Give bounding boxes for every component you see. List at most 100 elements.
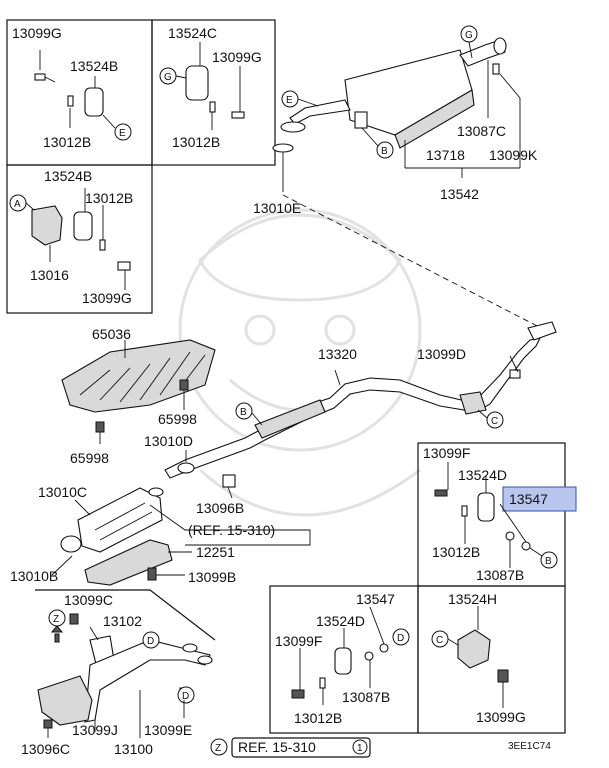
label-ref-15-310: (REF. 15-310): [188, 522, 275, 538]
label-65998-a: 65998: [158, 411, 197, 427]
label-13096b: 13096B: [196, 500, 244, 516]
label-13099c: 13099C: [64, 592, 113, 608]
hanger-13524c: [185, 65, 209, 101]
hanger-13096b: [222, 474, 236, 488]
inset-13547-parts: [434, 462, 558, 569]
inset-a-parts: [9, 188, 131, 290]
label-13010b: 13010B: [10, 568, 58, 584]
washer-13087b-a: [505, 531, 515, 541]
muffler-assembly: [272, 25, 521, 192]
label-13524c: 13524C: [168, 25, 217, 41]
inset-box-a-hanger: [6, 164, 153, 314]
pin-13012b-c: [99, 239, 106, 251]
gasket-13010c: [148, 487, 164, 497]
bracket-13524h: [457, 629, 491, 669]
resonator: [254, 399, 326, 439]
bolt-65998-a: [179, 379, 189, 391]
bolt-13099f-a: [434, 489, 448, 497]
callout-d-front-b: D: [182, 691, 189, 702]
washer-13087b-b: [364, 651, 374, 661]
callout-one-bottom: 1: [357, 743, 363, 754]
bolt-13099c: [69, 613, 79, 625]
inset-13524h-parts: [431, 606, 509, 708]
muffler-inlet-pipe: [289, 99, 351, 125]
label-13099d: 13099D: [417, 346, 466, 362]
inset-g-parts: [159, 42, 245, 130]
label-13102: 13102: [103, 613, 142, 629]
ring-13547-b: [379, 643, 389, 653]
front-pipe-assembly: [35, 589, 216, 738]
label-13016: 13016: [30, 267, 69, 283]
dashed-connection: [282, 194, 546, 331]
hanger-13524d-b: [334, 647, 352, 675]
pin-13012b-d: [461, 505, 468, 517]
bolt-13099g-d: [497, 669, 509, 683]
label-13087b-a: 13087B: [476, 567, 524, 583]
watermark-emblem: [178, 208, 422, 517]
label-65998-b: 65998: [70, 450, 109, 466]
label-13320: 13320: [318, 346, 357, 362]
highlight-13547: [502, 486, 577, 512]
label-13524d-a: 13524D: [458, 467, 507, 483]
label-13012b-e: 13012B: [294, 710, 342, 726]
bolt-13099f-b: [291, 689, 305, 699]
label-13012b-b: 13012B: [172, 134, 220, 150]
callout-g-inset: G: [164, 72, 172, 83]
callout-c-pipe: C: [491, 416, 498, 427]
arrow-up-icon: [50, 625, 64, 633]
callout-z-front: Z: [53, 614, 59, 625]
bolt-13099b: [147, 567, 157, 581]
label-12251: 12251: [196, 544, 235, 560]
hanger-13524b-a: [84, 87, 104, 117]
label-13524d-b: 13524D: [316, 613, 365, 629]
callout-z-bottom: Z: [215, 743, 221, 754]
label-13099g-a: 13099G: [12, 25, 62, 41]
label-13099f-a: 13099F: [423, 445, 470, 461]
label-ref-bottom: REF. 15-310: [238, 739, 316, 755]
label-13099f-b: 13099F: [275, 633, 322, 649]
label-13524b-a: 13524B: [70, 58, 118, 74]
label-13099b: 13099B: [188, 569, 236, 585]
pin-13012b-e: [319, 677, 326, 689]
label-13524h: 13524H: [448, 591, 497, 607]
label-13100: 13100: [114, 741, 153, 757]
pin-13012b-b: [209, 101, 216, 113]
gasket-13010b: [60, 535, 82, 553]
label-13524b-b: 13524B: [44, 168, 92, 184]
inset-box-g-hanger: [151, 19, 276, 166]
label-13099j: 13099J: [72, 722, 118, 738]
heat-shield-12251: [84, 539, 173, 586]
diagram-code: 3EE1C74: [508, 741, 551, 752]
label-13547-b: 13547: [356, 591, 395, 607]
bracket-13016: [31, 205, 63, 246]
callout-a-inset: A: [14, 199, 21, 210]
pipe-flange-c: [459, 391, 487, 415]
ref-box-bottom: [231, 737, 371, 758]
label-13099g-d: 13099G: [476, 709, 526, 725]
label-13087c: 13087C: [457, 123, 506, 139]
callout-g-muffler: G: [465, 30, 473, 41]
ring-13547: [521, 541, 531, 551]
bolt-13099g-b: [231, 111, 245, 119]
label-13010e: 13010E: [253, 200, 301, 216]
label-13099e: 13099E: [144, 722, 192, 738]
callout-b-muffler: B: [381, 146, 388, 157]
label-65036: 65036: [92, 326, 131, 342]
callout-c-inset: C: [436, 635, 443, 646]
hanger-13524d-a: [477, 492, 495, 522]
label-13087b-b: 13087B: [342, 689, 390, 705]
label-13010d: 13010D: [144, 433, 193, 449]
callout-e-inset: E: [119, 128, 126, 139]
gasket-13010d: [177, 462, 195, 474]
front-pipe-13100: [84, 639, 211, 723]
callout-e-muffler: E: [286, 95, 293, 106]
nut-13096c: [43, 719, 53, 729]
bolt-13099g-a: [34, 73, 46, 81]
label-13012b-a: 13012B: [43, 134, 91, 150]
inset-e-parts: [34, 50, 132, 141]
manifold-13099j: [37, 675, 93, 726]
label-13099g-c: 13099G: [82, 290, 132, 306]
label-13099k: 13099K: [489, 147, 538, 163]
label-13012b-c: 13012B: [85, 190, 133, 206]
